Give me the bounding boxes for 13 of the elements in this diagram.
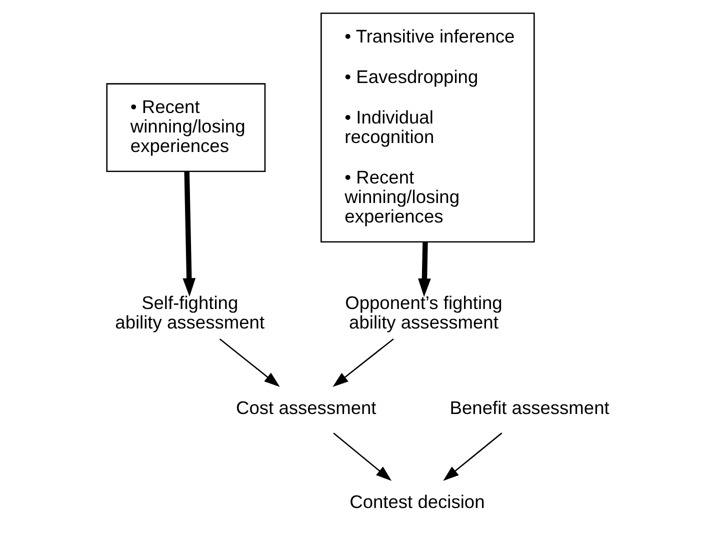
arrow bbox=[332, 432, 392, 481]
node-text: Self-fighting ability assessment bbox=[114, 292, 264, 332]
node-text: Cost assessment bbox=[236, 396, 376, 418]
arrow bbox=[218, 338, 280, 387]
arrow bbox=[442, 432, 502, 481]
node-box: • Recent winning/losing experiences bbox=[106, 83, 266, 172]
node-box: • Transitive inference • Eavesdropping • Individual recognition • Recent winning/losing experiences bbox=[320, 12, 534, 243]
arrow bbox=[182, 171, 196, 297]
node-text: Benefit assessment bbox=[449, 396, 609, 418]
arrow bbox=[332, 338, 394, 387]
node-text: Opponent’s fighting ability assessment bbox=[344, 292, 502, 332]
arrow bbox=[418, 242, 430, 297]
node-text: Contest decision bbox=[349, 491, 484, 512]
